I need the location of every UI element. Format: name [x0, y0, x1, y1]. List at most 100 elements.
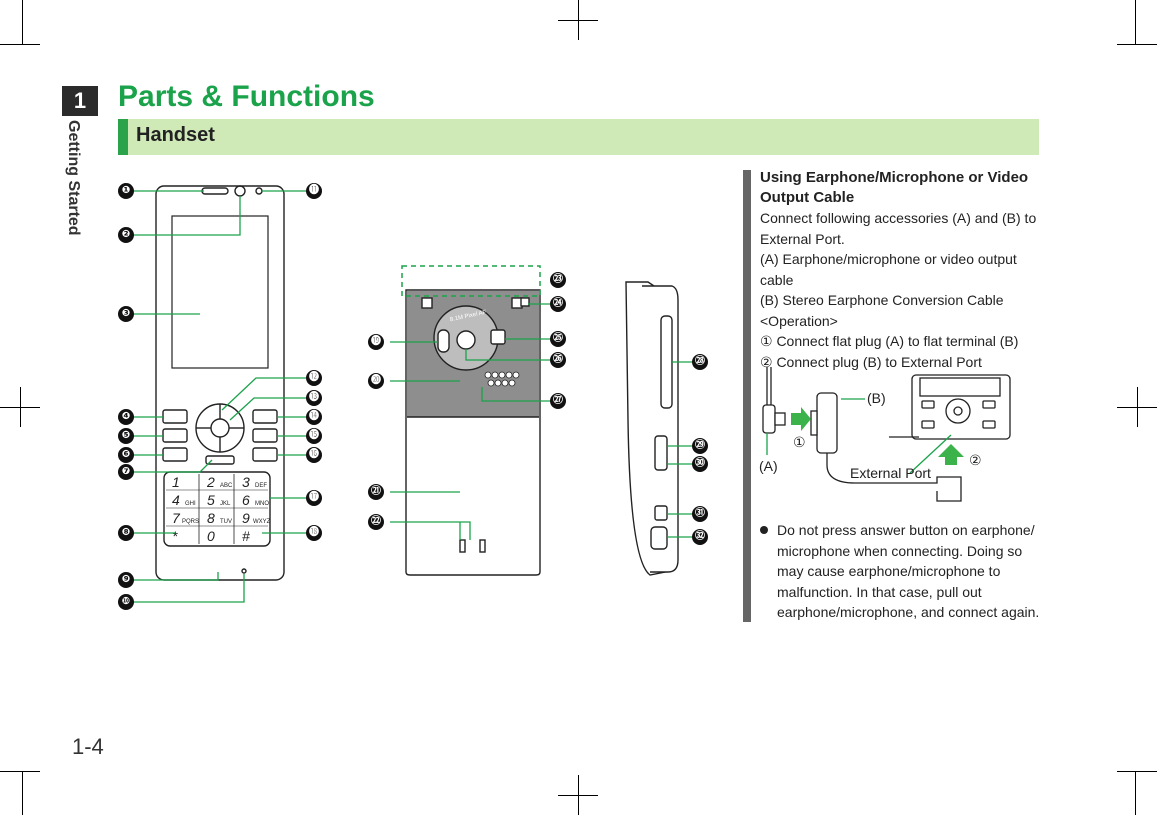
key-star: *: [172, 528, 178, 544]
back-leaders: [390, 303, 550, 540]
key-3: 3: [242, 474, 250, 490]
handset-diagram: 1 2 3 4 5 6 7 8 9 * 0 # ABC DEF GHI JKL …: [134, 185, 692, 603]
keypad-labels: 1 2 3 4 5 6 7 8 9 * 0 #: [172, 474, 250, 544]
callout-29: ㉙: [692, 438, 708, 454]
sidebar-line-4: <Operation>: [760, 312, 838, 329]
side-view: [625, 281, 679, 576]
key-6: 6: [242, 492, 250, 508]
callout-2: ❷: [118, 227, 134, 243]
page-number: 1-4: [72, 734, 104, 759]
crop-mark: [0, 771, 40, 772]
callout-30: ㉚: [692, 456, 708, 472]
callout-20: ⓴: [368, 373, 384, 389]
callout-18: ⓲: [306, 525, 322, 541]
callout-22: ㉒: [368, 514, 384, 530]
callout-31: ㉛: [692, 506, 708, 522]
sidebar-line-1: Connect following accessories (A) and (B…: [760, 210, 1037, 247]
keypad-sublabels: ABC DEF GHI JKL MNO PQRS TUV WXYZ: [182, 483, 271, 525]
crop-mark: [20, 387, 21, 427]
section-title: Handset: [136, 124, 215, 146]
key-1: 1: [172, 474, 180, 490]
arrow-up-icon: [938, 444, 964, 465]
crop-mark: [1135, 771, 1136, 815]
callout-19: ⓳: [368, 334, 384, 350]
key-2-sub: ABC: [220, 483, 233, 489]
callout-26: ㉖: [550, 352, 566, 368]
key-5: 5: [207, 492, 215, 508]
label-a: (A): [759, 458, 778, 474]
arrow-right-icon: [791, 407, 811, 431]
sidebar-line-2: (A) Earphone/microphone or video output …: [760, 251, 1017, 288]
sidebar-rule: [743, 170, 751, 622]
chapter-number: 1: [62, 86, 98, 116]
callout-4: ❹: [118, 409, 134, 425]
sidebar-line-5: ① Connect flat plug (A) to flat terminal…: [760, 333, 1019, 349]
crop-mark: [1117, 44, 1157, 45]
callout-12: ⓬: [306, 370, 322, 386]
step-1-marker: ①: [793, 434, 806, 450]
crop-mark: [558, 20, 598, 21]
callout-3: ❸: [118, 306, 134, 322]
callout-15: ⓯: [306, 428, 322, 444]
sidebar-heading: Using Earphone/Microphone or Video Outpu…: [760, 169, 1029, 206]
section-marker: [118, 119, 128, 155]
key-8: 8: [207, 510, 215, 526]
sidebar-text: Using Earphone/Microphone or Video Outpu…: [760, 168, 1045, 372]
key-hash: #: [242, 528, 250, 544]
key-3-sub: DEF: [255, 483, 267, 489]
bullet-icon: [760, 526, 768, 534]
callout-27: ㉗: [550, 393, 566, 409]
crop-mark: [1135, 0, 1136, 44]
crop-mark: [22, 771, 23, 815]
callout-1: ❶: [118, 183, 134, 199]
callout-5: ❺: [118, 428, 134, 444]
label-b: (B): [867, 390, 886, 406]
callout-28: ㉘: [692, 354, 708, 370]
key-2: 2: [206, 474, 215, 490]
callout-14: ⓮: [306, 409, 322, 425]
callout-21: ㉑: [368, 484, 384, 500]
callout-9: ❾: [118, 572, 134, 588]
crop-mark: [0, 44, 40, 45]
key-4-sub: GHI: [185, 501, 196, 507]
callout-25: ㉕: [550, 331, 566, 347]
callout-32: ㉜: [692, 529, 708, 545]
key-4: 4: [172, 492, 180, 508]
callout-8: ❽: [118, 525, 134, 541]
front-view: [155, 185, 285, 581]
crop-mark: [558, 795, 598, 796]
key-7-sub: PQRS: [182, 519, 199, 525]
key-7: 7: [172, 510, 181, 526]
key-9-sub: WXYZ: [253, 519, 271, 525]
key-0: 0: [207, 528, 215, 544]
callout-11: ⓫: [306, 183, 322, 199]
key-6-sub: MNO: [255, 501, 269, 507]
port-leader: [909, 434, 952, 474]
callout-10: ❿: [118, 594, 134, 610]
front-leaders: [134, 190, 306, 603]
step-2-marker: ②: [969, 452, 982, 468]
callout-17: ⓱: [306, 490, 322, 506]
crop-mark: [22, 0, 23, 44]
callout-7: ❼: [118, 464, 134, 480]
page-title: Parts & Functions: [118, 80, 375, 113]
external-port-label: External Port: [850, 465, 931, 481]
crop-mark: [1137, 387, 1138, 427]
key-8-sub: TUV: [220, 519, 232, 525]
connection-diagram: (A) (B) ① ② External Port: [759, 367, 1011, 502]
key-5-sub: JKL: [220, 501, 231, 507]
callout-6: ❻: [118, 447, 134, 463]
top-edge-highlight: [401, 265, 541, 297]
callout-24: ㉔: [550, 296, 566, 312]
callout-23: ㉓: [550, 272, 566, 288]
side-leaders: [667, 361, 692, 538]
callout-13: ⓭: [306, 390, 322, 406]
callout-16: ⓰: [306, 447, 322, 463]
sidebar-line-6: ② Connect plug (B) to External Port: [760, 353, 982, 370]
keypad: [163, 471, 271, 547]
key-9: 9: [242, 510, 250, 526]
caution-text: Do not press answer button on earphone/ …: [777, 522, 1040, 620]
sidebar-line-3: (B) Stereo Earphone Conversion Cable: [760, 292, 1004, 308]
section-header: Handset: [118, 119, 1039, 155]
crop-mark: [1117, 771, 1157, 772]
